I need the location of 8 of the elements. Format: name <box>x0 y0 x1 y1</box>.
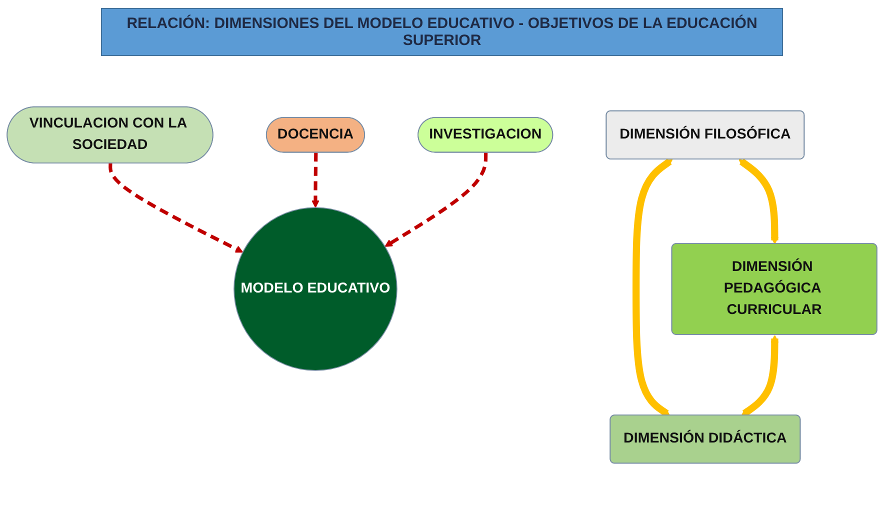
node-circle: MODELO EDUCATIVO <box>234 207 398 371</box>
arrow <box>108 163 244 253</box>
title: RELACIÓN: DIMENSIONES DEL MODELO EDUCATIVO - OBJETIVOS DE LA EDUCACIÓN SUPERIOR <box>101 8 783 56</box>
arrow <box>741 334 779 416</box>
arrow <box>632 158 673 416</box>
arrow <box>738 158 779 244</box>
arrow <box>384 152 488 247</box>
arrow <box>312 152 320 208</box>
